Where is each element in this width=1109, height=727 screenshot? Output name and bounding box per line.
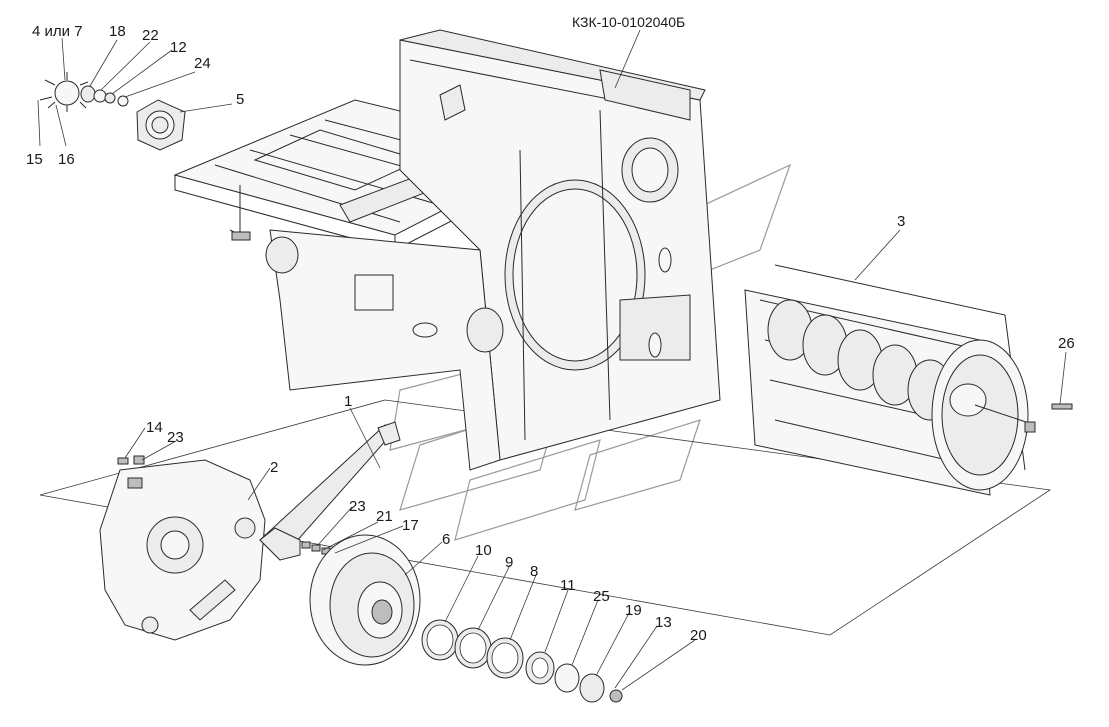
explode-boundary [39, 399, 1052, 636]
callout-26: 26 [1058, 335, 1075, 352]
callout-10: 10 [475, 542, 492, 559]
callout-3: 3 [897, 213, 905, 230]
callout-5: 5 [236, 91, 244, 108]
ring-stack [421, 619, 623, 703]
callout-13: 13 [655, 614, 672, 631]
thresher-housing [265, 29, 721, 471]
callout-8: 8 [530, 563, 538, 580]
callout-11: 11 [560, 577, 576, 594]
callout-25: 25 [593, 588, 610, 605]
callout-18: 18 [109, 23, 126, 40]
callout-1: 1 [344, 393, 352, 410]
callout-24: 24 [194, 55, 211, 72]
callout-17: 17 [402, 517, 419, 534]
cover-plate [99, 455, 266, 641]
bearing-parts-upper [39, 72, 186, 151]
callout-2: 2 [270, 459, 278, 476]
bracket [259, 421, 401, 561]
callout-22: 22 [142, 27, 159, 44]
callout-9: 9 [505, 554, 513, 571]
callout-12: 12 [170, 39, 187, 56]
callout-4-or-7: 4 или 7 [32, 23, 83, 40]
callout-labels: КЗК-10-0102040Б 4 или 7 18 22 12 24 5 15… [26, 14, 1075, 644]
assembly-code-label: КЗК-10-0102040Б [572, 14, 685, 30]
callout-20: 20 [690, 627, 707, 644]
callout-21: 21 [376, 508, 393, 525]
pulley [309, 534, 421, 666]
callout-6: 6 [442, 531, 450, 548]
callout-16: 16 [58, 151, 75, 168]
rotor [744, 264, 1073, 496]
callout-15: 15 [26, 151, 43, 168]
leader-lines [37, 29, 1067, 691]
callout-23-top: 23 [167, 429, 184, 446]
callout-23-bottom: 23 [349, 498, 366, 515]
callout-19: 19 [625, 602, 642, 619]
callout-14: 14 [146, 419, 163, 436]
